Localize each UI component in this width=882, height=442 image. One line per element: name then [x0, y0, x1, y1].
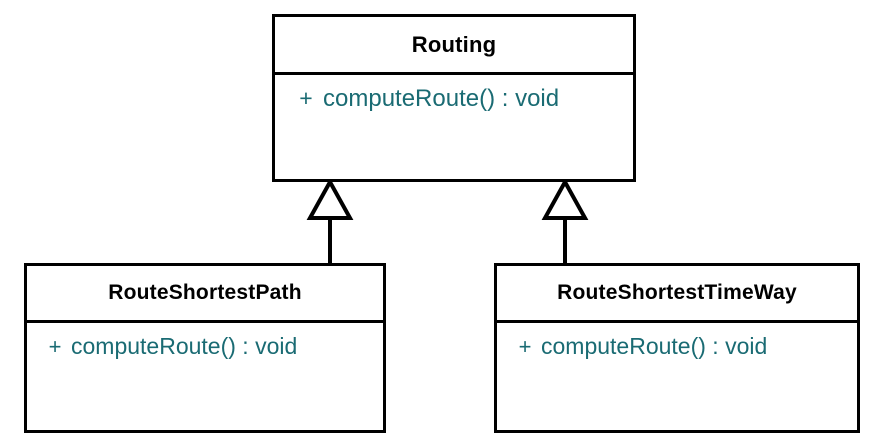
operation-row: + computeRoute() : void — [275, 85, 633, 113]
uml-class-route-shortest-path[interactable]: RouteShortestPath + computeRoute() : voi… — [24, 263, 386, 433]
hollow-triangle-arrowhead-right — [541, 177, 589, 220]
uml-class-route-shortest-time-way[interactable]: RouteShortestTimeWay + computeRoute() : … — [494, 263, 860, 433]
operation-row: + computeRoute() : void — [497, 333, 857, 360]
class-name-route-shortest-path: RouteShortestPath — [108, 281, 302, 304]
operations-compartment-route-shortest-time-way: + computeRoute() : void — [497, 320, 857, 430]
visibility-marker: + — [48, 334, 62, 359]
operations-compartment-routing: + computeRoute() : void — [275, 72, 633, 179]
operation-signature: computeRoute() : void — [323, 85, 560, 112]
class-name-route-shortest-time-way: RouteShortestTimeWay — [557, 281, 797, 304]
class-name-routing: Routing — [411, 31, 497, 57]
generalization-route-shortest-time-way — [541, 177, 589, 265]
hollow-triangle-arrowhead-left — [306, 177, 354, 220]
operation-row: + computeRoute() : void — [27, 333, 383, 360]
generalization-route-shortest-path — [306, 177, 354, 265]
visibility-marker: + — [299, 85, 313, 111]
operation-signature: computeRoute() : void — [541, 333, 768, 359]
operations-compartment-route-shortest-path: + computeRoute() : void — [27, 320, 383, 430]
uml-class-routing[interactable]: Routing + computeRoute() : void — [272, 14, 636, 182]
operation-signature: computeRoute() : void — [71, 333, 298, 359]
visibility-marker: + — [518, 334, 532, 359]
